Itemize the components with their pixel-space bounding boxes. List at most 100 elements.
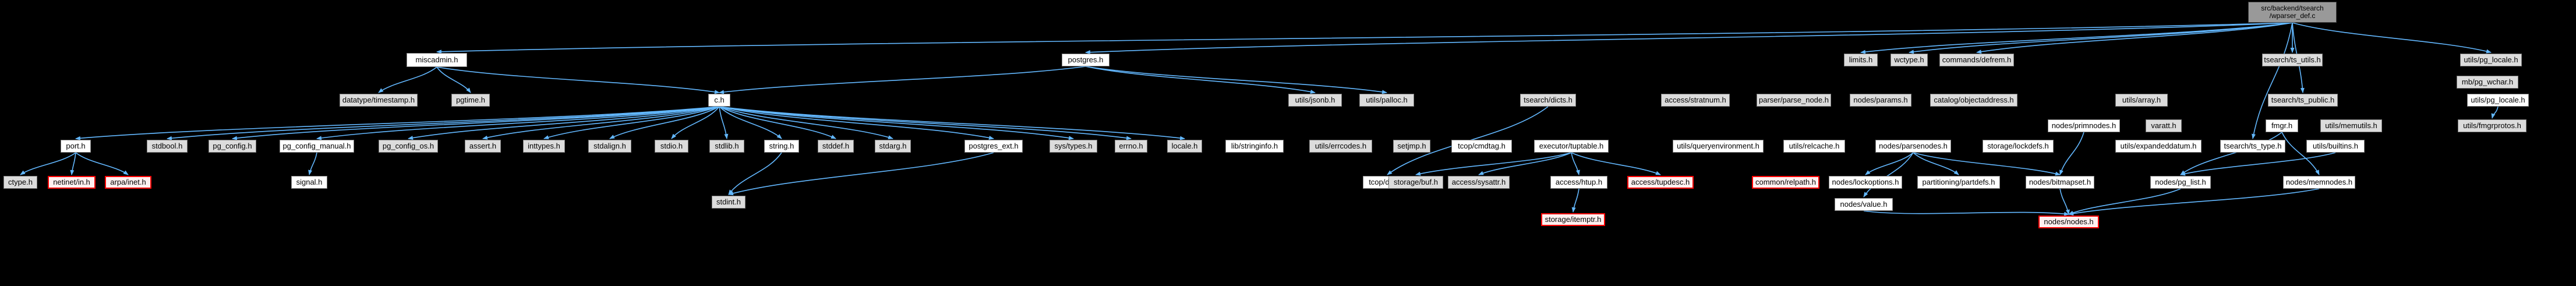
edge-root-to-commands_defrem xyxy=(1976,22,2293,54)
node-storage_itemptr[interactable]: storage/itemptr.h xyxy=(1541,213,1605,226)
node-stdlib[interactable]: stdlib.h xyxy=(709,140,744,153)
node-stddef[interactable]: stddef.h xyxy=(818,140,854,153)
node-tsearch_ts_public[interactable]: tsearch/ts_public.h xyxy=(2268,94,2338,107)
edge-postgres-to-utils_palloc xyxy=(1085,66,1387,94)
node-access_sysattr[interactable]: access/sysattr.h xyxy=(1448,176,1510,189)
node-commands_defrem[interactable]: commands/defrem.h xyxy=(1939,54,2014,66)
node-utils_pg_locale[interactable]: utils/pg_locale.h xyxy=(2460,54,2522,66)
node-ctype_h[interactable]: ctype.h xyxy=(3,176,37,189)
edge-nodes_parsenodes-to-nodes_bitmapset xyxy=(1913,152,2061,176)
node-nodes_parsenodes[interactable]: nodes/parsenodes.h xyxy=(1875,140,1951,153)
node-datatype_timestamp[interactable]: datatype/timestamp.h xyxy=(340,94,418,107)
node-access_stratnum[interactable]: access/stratnum.h xyxy=(1661,94,1730,107)
node-utils_queryenvironment[interactable]: utils/queryenvironment.h xyxy=(1673,140,1764,153)
node-tsearch_dicts[interactable]: tsearch/dicts.h xyxy=(1520,94,1576,107)
node-pg_config_manual[interactable]: pg_config_manual.h xyxy=(280,140,354,153)
edge-utils_builtins-to-nodes_pg_list xyxy=(2180,152,2336,176)
node-nodes_memnodes[interactable]: nodes/memnodes.h xyxy=(2283,176,2355,189)
edge-root-to-miscadmin xyxy=(436,22,2293,54)
node-catalog_objectaddress[interactable]: catalog/objectaddress.h xyxy=(1930,94,2017,107)
node-utils_relcache[interactable]: utils/relcache.h xyxy=(1783,140,1845,153)
node-assert_h[interactable]: assert.h xyxy=(465,140,501,153)
node-tsearch_ts_type[interactable]: tsearch/ts_type.h xyxy=(2220,140,2285,153)
node-utils_array[interactable]: utils/array.h xyxy=(2115,94,2168,107)
node-parser_parse_node[interactable]: parser/parse_node.h xyxy=(1757,94,1831,107)
node-utils_palloc[interactable]: utils/palloc.h xyxy=(1359,94,1414,107)
edge-nodes_parsenodes-to-nodes_lockoptions xyxy=(1865,152,1914,175)
node-inttypes[interactable]: inttypes.h xyxy=(523,140,565,153)
node-storage_buf[interactable]: storage/buf.h xyxy=(1388,176,1443,189)
node-stdarg[interactable]: stdarg.h xyxy=(875,140,911,153)
node-nodes_value[interactable]: nodes/value.h xyxy=(1835,198,1893,211)
node-string_h[interactable]: string.h xyxy=(764,140,799,153)
node-pg_config_os[interactable]: pg_config_os.h xyxy=(379,140,438,153)
edge-root-to-limits xyxy=(1860,22,2293,54)
node-nodes_primnodes[interactable]: nodes/primnodes.h xyxy=(2048,119,2120,132)
edge-nodes_parsenodes-to-nodes_value xyxy=(1863,152,1914,197)
edge-string_h-to-stdint_h xyxy=(728,152,782,195)
node-executor_tuptable[interactable]: executor/tuptable.h xyxy=(1534,140,1609,153)
node-wctype[interactable]: wctype.h xyxy=(1891,54,1928,66)
edge-nodes_value-to-nodes_nodes xyxy=(1863,210,2069,216)
node-signal_h[interactable]: signal.h xyxy=(291,176,327,189)
edge-c_h-to-errno_h xyxy=(719,106,1132,140)
node-stdbool[interactable]: stdbool.h xyxy=(147,140,188,153)
node-storage_lockdefs[interactable]: storage/lockdefs.h xyxy=(1983,140,2054,153)
node-utils_pg_locale2[interactable]: utils/pg_locale.h xyxy=(2467,94,2529,107)
node-setjmp_h[interactable]: setjmp.h xyxy=(1393,140,1430,153)
node-lib_stringinfo[interactable]: lib/stringinfo.h xyxy=(1225,140,1284,153)
edge-executor_tuptable-to-access_tupdesc xyxy=(1571,152,1661,175)
edge-postgres-to-c_h xyxy=(719,66,1086,94)
node-nodes_nodes[interactable]: nodes/nodes.h xyxy=(2038,216,2099,228)
node-sys_types[interactable]: sys/types.h xyxy=(1050,140,1097,153)
node-utils_jsonb[interactable]: utils/jsonb.h xyxy=(1288,94,1342,107)
node-utils_errcodes[interactable]: utils/errcodes.h xyxy=(1309,140,1372,153)
edge-port_h-to-ctype_h xyxy=(20,152,76,175)
node-utils_fmgrprotos[interactable]: utils/fmgrprotos.h xyxy=(2458,119,2526,132)
node-utils_builtins[interactable]: utils/builtins.h xyxy=(2306,140,2365,153)
node-netinet_in[interactable]: netinet/in.h xyxy=(48,176,96,189)
node-tsearch_ts_utils[interactable]: tsearch/ts_utils.h xyxy=(2262,54,2323,66)
edge-c_h-to-inttypes xyxy=(543,106,720,139)
node-access_tupdesc[interactable]: access/tupdesc.h xyxy=(1627,176,1694,189)
edge-c_h-to-stddef xyxy=(719,106,836,139)
edge-c_h-to-postgres_ext xyxy=(719,106,994,140)
node-port_h[interactable]: port.h xyxy=(61,140,91,153)
edge-c_h-to-assert_h xyxy=(482,106,720,140)
node-miscadmin[interactable]: miscadmin.h xyxy=(407,53,467,67)
node-access_htup[interactable]: access/htup.h xyxy=(1550,176,1607,189)
node-fmgr_h[interactable]: fmgr.h xyxy=(2266,119,2298,132)
edge-fmgr_h-to-nodes_memnodes xyxy=(2281,132,2320,175)
node-partitioning_partdefs[interactable]: partitioning/partdefs.h xyxy=(1917,176,2000,189)
node-root[interactable]: src/backend/tsearch /wparser_def.c xyxy=(2248,2,2337,23)
node-c_h[interactable]: c.h xyxy=(708,94,730,107)
node-postgres[interactable]: postgres.h xyxy=(1062,54,1109,66)
node-postgres_ext[interactable]: postgres_ext.h xyxy=(964,140,1023,153)
node-nodes_lockoptions[interactable]: nodes/lockoptions.h xyxy=(1829,176,1902,189)
node-nodes_bitmapset[interactable]: nodes/bitmapset.h xyxy=(2026,176,2094,189)
node-stdint_h[interactable]: stdint.h xyxy=(712,196,745,209)
node-mb_pg_wchar[interactable]: mb/pg_wchar.h xyxy=(2457,76,2518,89)
node-pgtime[interactable]: pgtime.h xyxy=(451,94,490,107)
node-utils_expandeddatum[interactable]: utils/expandeddatum.h xyxy=(2115,140,2202,153)
edge-root-to-tsearch_ts_type xyxy=(2252,22,2293,139)
edge-executor_tuptable-to-access_sysattr xyxy=(1478,152,1572,175)
edge-fmgr_h-to-nodes_pg_list xyxy=(2180,132,2282,175)
node-locale_h[interactable]: locale.h xyxy=(1167,140,1202,153)
node-stdalign[interactable]: stdalign.h xyxy=(588,140,631,153)
edge-c_h-to-stdarg xyxy=(719,106,893,139)
node-nodes_params[interactable]: nodes/params.h xyxy=(1850,94,1911,107)
node-varatt[interactable]: varatt.h xyxy=(2146,119,2182,132)
node-tcop_cmdtag[interactable]: tcop/cmdtag.h xyxy=(1451,140,1512,153)
node-pg_config[interactable]: pg_config.h xyxy=(209,140,256,153)
node-errno_h[interactable]: errno.h xyxy=(1115,140,1147,153)
node-nodes_pg_list[interactable]: nodes/pg_list.h xyxy=(2150,176,2211,189)
node-utils_memutils[interactable]: utils/memutils.h xyxy=(2320,119,2382,132)
node-stdio[interactable]: stdio.h xyxy=(655,140,688,153)
edge-utils_pg_locale2-to-utils_fmgrprotos xyxy=(2491,106,2499,119)
node-common_relpath[interactable]: common/relpath.h xyxy=(1752,176,1819,189)
edge-executor_tuptable-to-storage_buf xyxy=(1415,152,1572,176)
node-arpa_inet[interactable]: arpa/inet.h xyxy=(105,176,151,189)
node-limits[interactable]: limits.h xyxy=(1844,54,1878,66)
